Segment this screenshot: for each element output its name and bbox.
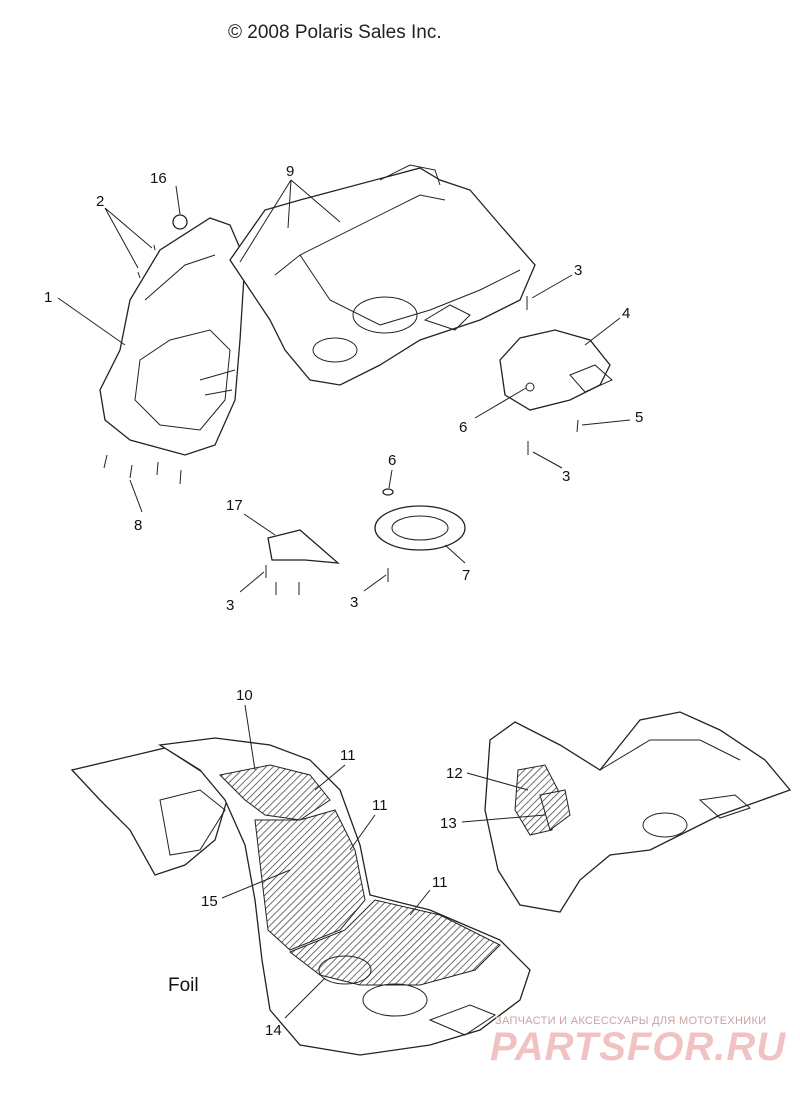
foil-hatch-15 [254,809,366,951]
ring-gasket-part-7[interactable] [374,505,466,551]
callout-2: 2 [96,193,104,210]
callout-11a: 11 [340,747,356,764]
foil-label: Foil [168,975,199,996]
callout-5: 5 [635,409,643,426]
o-ring-part-16[interactable] [172,214,188,230]
callout-3d: 3 [350,594,358,611]
foil-hatch-13 [539,789,571,831]
callout-7: 7 [462,567,470,584]
side-assembly-right[interactable] [484,711,792,913]
callout-17: 17 [226,497,243,514]
callout-3c: 3 [226,597,234,614]
callout-15: 15 [201,893,218,910]
side-panel-part-1[interactable] [99,217,246,456]
fasteners-top [103,244,579,595]
callout-10: 10 [236,687,253,704]
callout-9: 9 [286,163,294,180]
callout-13: 13 [440,815,457,832]
plate-part-4[interactable] [499,329,613,411]
callout-3a: 3 [574,262,582,279]
callout-6b: 6 [388,452,396,469]
callout-14: 14 [265,1022,282,1039]
watermark-tagline: ЗАПЧАСТИ И АКСЕССУАРЫ ДЛЯ МОТОТЕХНИКИ [495,1015,767,1027]
callout-12: 12 [446,765,463,782]
floor-pan-part-9[interactable] [229,164,536,386]
foil-hatch-14 [288,899,501,986]
washer-part-6[interactable] [382,488,394,496]
tunnel-pan-bottom[interactable] [158,737,531,1056]
callout-16: 16 [150,170,167,187]
copyright-text: © 2008 Polaris Sales Inc. [228,22,442,43]
leader-lines-bottom [221,704,546,1019]
callout-1: 1 [44,289,52,306]
callout-8: 8 [134,517,142,534]
leader-lines-top [57,179,631,593]
callout-11c: 11 [432,874,448,891]
callout-3b: 3 [562,468,570,485]
foil-hatch-10 [218,764,331,821]
callout-4: 4 [622,305,630,322]
callout-11b: 11 [372,797,388,814]
callout-6a: 6 [459,419,467,436]
watermark-brand: PARTSFOR.RU [490,1025,787,1069]
bracket-part-17[interactable] [267,529,340,564]
